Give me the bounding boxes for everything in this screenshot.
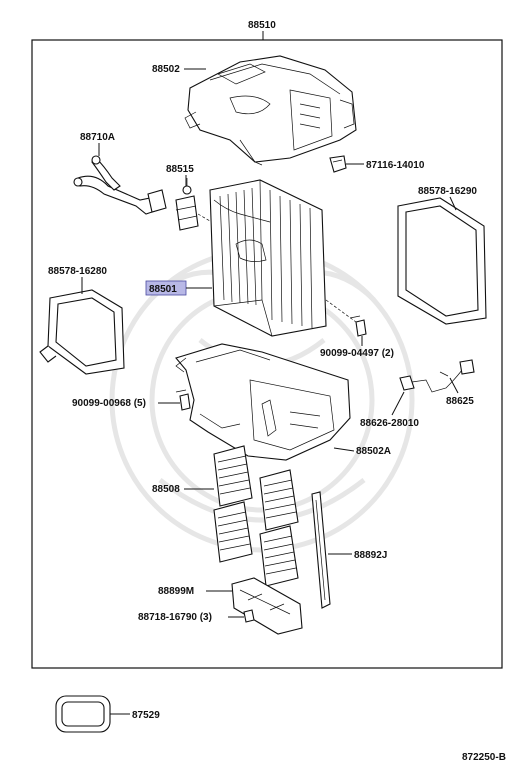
expansion-valve-88515-part (175, 178, 199, 231)
label-88892J: 88892J (354, 550, 387, 561)
label-88626-28010: 88626-28010 (360, 418, 419, 429)
label-88510: 88510 (248, 20, 276, 31)
label-88515: 88515 (166, 164, 194, 175)
label-88718-16790: 88718-16790 (3) (138, 612, 212, 623)
bracket-88899M-part (231, 577, 303, 635)
evaporator-88501-part (209, 179, 327, 337)
diagram-id: 872250-B (462, 752, 506, 763)
seal-88578-16290-part (397, 197, 487, 325)
upper-case-part (184, 55, 357, 166)
label-88710A: 88710A (80, 132, 115, 143)
label-87116-14010: 87116-14010 (366, 160, 425, 171)
thermistor-88625-part (399, 359, 475, 393)
clips-88718-16790-part (243, 609, 255, 623)
label-88502: 88502 (152, 64, 180, 75)
filters-88508-part (213, 445, 299, 587)
label-87529: 87529 (132, 710, 160, 721)
screw-90099-04497-part (349, 315, 367, 337)
label-88578-16290: 88578-16290 (418, 186, 477, 197)
filter-87529-part (55, 695, 111, 733)
clip-87116-part (329, 155, 347, 173)
diagram-frame (31, 39, 503, 669)
label-88501: 88501 (149, 284, 177, 295)
label-88625: 88625 (446, 396, 474, 407)
label-90099-04497: 90099-04497 (2) (320, 348, 394, 359)
label-88502A: 88502A (356, 446, 391, 457)
lower-case-88502A-part (175, 343, 351, 461)
label-88508: 88508 (152, 484, 180, 495)
label-88899M: 88899M (158, 586, 194, 597)
screw-90099-00968-part (175, 389, 191, 411)
filter-cover-88892J-part (311, 491, 331, 609)
label-90099-00968: 90099-00968 (5) (72, 398, 146, 409)
label-88578-16280: 88578-16280 (48, 266, 107, 277)
tube-88710A-part (73, 155, 167, 215)
seal-88578-16280-part (39, 289, 125, 375)
